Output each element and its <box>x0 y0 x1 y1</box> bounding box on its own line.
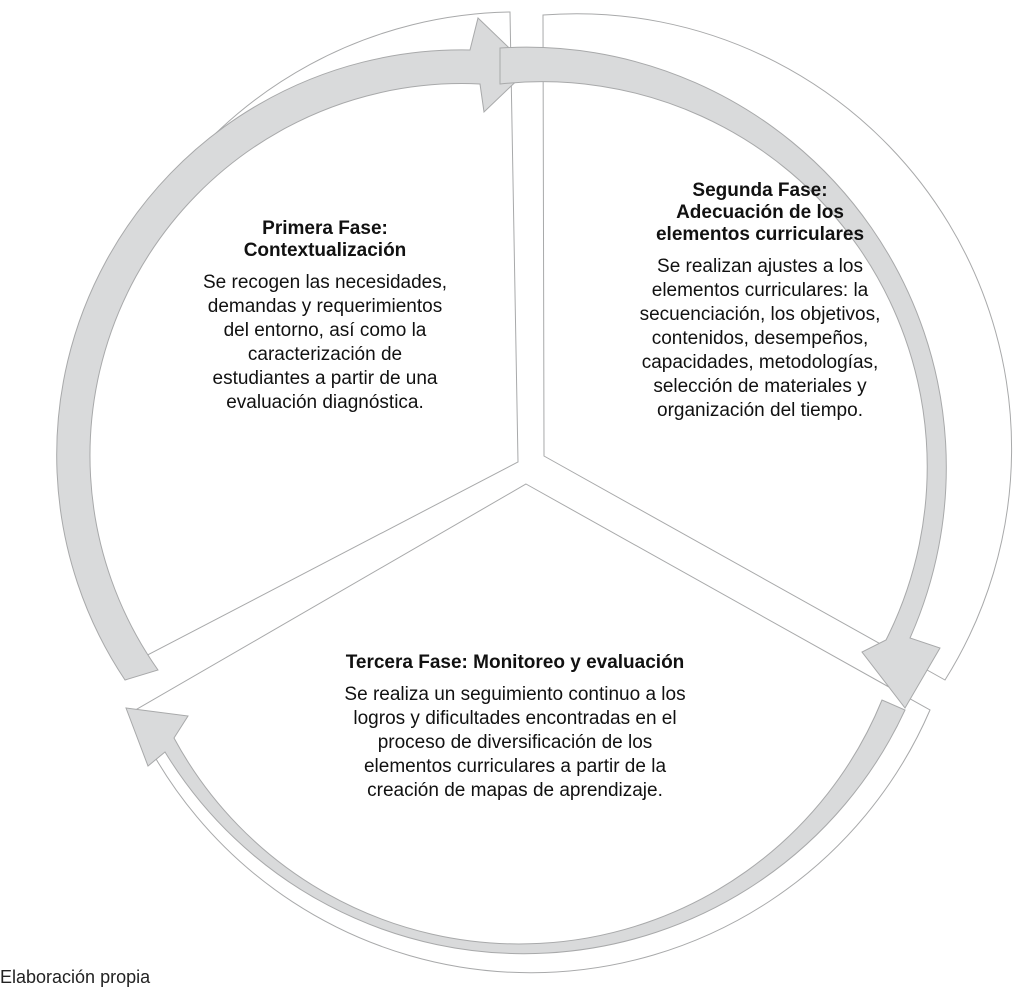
phase-description: Se realizan ajustes a los elementos curr… <box>639 256 881 421</box>
segment-segunda-fase <box>542 13 1013 681</box>
phase-title: Primera Fase: Contextualización <box>243 218 407 261</box>
phase-segunda: Segunda Fase: Adecuación de los elemento… <box>560 180 960 423</box>
phase-description: Se realiza un seguimiento continuo a los… <box>344 684 686 801</box>
phase-description: Se recogen las necesidades, demandas y r… <box>203 272 447 413</box>
segment-tercera-fase <box>131 483 931 974</box>
phase-title: Tercera Fase: Monitoreo y evaluación <box>345 652 685 673</box>
phase-title: Segunda Fase: Adecuación de los elemento… <box>655 180 865 245</box>
phase-tercera: Tercera Fase: Monitoreo y evaluación Se … <box>250 652 780 803</box>
arrow-2-to-3 <box>499 46 947 709</box>
source-note: Elaboración propia <box>0 967 151 987</box>
arrow-3-to-1 <box>125 699 906 955</box>
phase-primera: Primera Fase: Contextualización Se recog… <box>130 218 520 415</box>
